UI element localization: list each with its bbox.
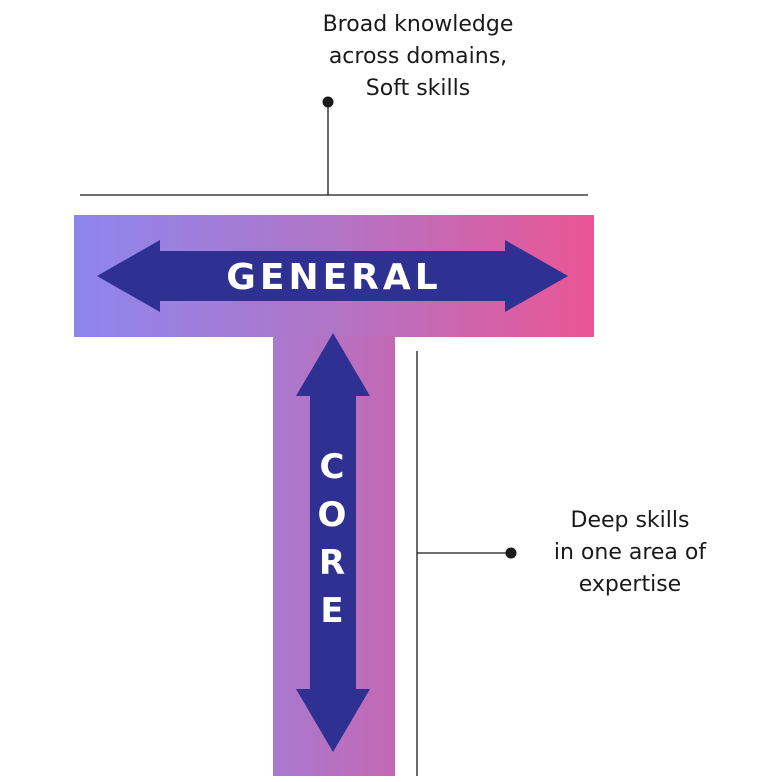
right-caption-line-3: expertise	[578, 572, 682, 597]
right-caption: Deep skills in one area of expertise	[520, 505, 740, 601]
top-caption-line-2: across domains,	[328, 44, 508, 69]
core-letter-r: R	[318, 543, 346, 583]
right-caption-line-1: Deep skills	[570, 508, 690, 533]
top-caption-line-3: Soft skills	[365, 76, 471, 101]
general-label: GENERAL	[226, 257, 441, 298]
top-caption-line-1: Broad knowledge	[322, 12, 514, 37]
core-letter-e: E	[320, 591, 344, 631]
top-leader-dot	[322, 96, 334, 108]
core-letter-c: C	[319, 447, 345, 487]
core-double-arrow	[296, 333, 370, 752]
right-caption-line-2: in one area of	[553, 540, 707, 565]
general-double-arrow	[97, 240, 568, 312]
core-letter-o: O	[317, 495, 347, 535]
right-leader-dot	[505, 547, 517, 559]
top-caption: Broad knowledge across domains, Soft ski…	[268, 9, 568, 105]
